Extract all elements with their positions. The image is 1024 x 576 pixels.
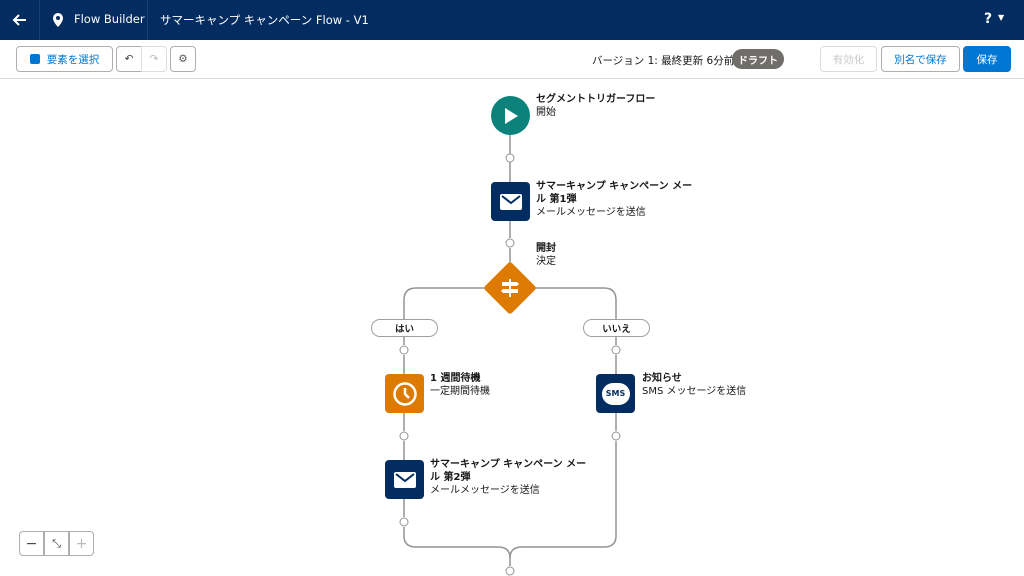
toolbar: 要素を選択 ↶ ↷ ⚙ バージョン 1: 最終更新 6分前 ドラフト 有効化 別… bbox=[0, 40, 1024, 79]
connector-point bbox=[611, 345, 621, 355]
play-icon bbox=[504, 107, 518, 124]
connector-point bbox=[399, 431, 409, 441]
connector-point bbox=[505, 238, 515, 248]
email-node-2[interactable] bbox=[385, 460, 424, 499]
email-node-1-label: サマーキャンプ キャンペーン メール 第1弾メールメッセージを送信 bbox=[536, 181, 693, 218]
email-icon bbox=[499, 193, 522, 210]
decision-node-label: 開封決定 bbox=[536, 243, 556, 267]
wait-node-label: 1 週間待機一定期間待機 bbox=[430, 373, 490, 397]
activate-button[interactable]: 有効化 bbox=[820, 46, 877, 72]
fit-view-button[interactable]: ⤡ bbox=[44, 531, 69, 556]
start-node-label: セグメントトリガーフロー開始 bbox=[536, 94, 656, 118]
chevron-down-icon[interactable]: ▼ bbox=[998, 13, 1005, 22]
branch-no-label[interactable]: いいえ bbox=[583, 319, 650, 337]
sms-icon: SMS bbox=[601, 382, 630, 405]
wait-node[interactable] bbox=[385, 374, 424, 413]
help-button[interactable]: ? bbox=[984, 11, 993, 27]
connector-point bbox=[505, 153, 515, 163]
connector-point bbox=[611, 431, 621, 441]
save-as-button[interactable]: 別名で保存 bbox=[881, 46, 960, 72]
app-name: Flow Builder bbox=[74, 12, 145, 26]
clock-icon bbox=[392, 381, 417, 406]
branch-yes-label[interactable]: はい bbox=[371, 319, 438, 337]
connector-point bbox=[399, 517, 409, 527]
back-arrow-icon bbox=[12, 14, 26, 26]
email-node-2-label: サマーキャンプ キャンペーン メール 第2弾メールメッセージを送信 bbox=[430, 459, 587, 496]
signpost-icon bbox=[501, 279, 519, 297]
settings-button[interactable]: ⚙ bbox=[170, 46, 196, 72]
undo-icon: ↶ bbox=[124, 53, 134, 65]
connector-point bbox=[399, 345, 409, 355]
select-elements-button[interactable]: 要素を選択 bbox=[16, 46, 113, 72]
zoom-in-button[interactable]: + bbox=[69, 531, 94, 556]
gear-icon: ⚙ bbox=[178, 53, 188, 65]
zoom-out-button[interactable]: − bbox=[19, 531, 44, 556]
location-pin-icon bbox=[53, 13, 63, 27]
header: Flow Builder サマーキャンプ キャンペーン Flow - V1 ? … bbox=[0, 0, 1024, 40]
email-icon bbox=[393, 471, 416, 488]
version-text: バージョン 1: 最終更新 6分前 bbox=[592, 55, 735, 67]
save-button[interactable]: 保存 bbox=[963, 46, 1011, 72]
redo-button[interactable]: ↷ bbox=[141, 46, 167, 72]
email-node-1[interactable] bbox=[491, 182, 530, 221]
back-button[interactable] bbox=[10, 10, 30, 30]
sms-node[interactable]: SMS bbox=[596, 374, 635, 413]
flow-title: サマーキャンプ キャンペーン Flow - V1 bbox=[160, 13, 369, 27]
connector-point bbox=[505, 566, 515, 576]
redo-icon: ↷ bbox=[149, 53, 159, 65]
status-badge: ドラフト bbox=[732, 49, 784, 69]
start-node[interactable] bbox=[491, 96, 530, 135]
select-icon bbox=[29, 54, 40, 64]
